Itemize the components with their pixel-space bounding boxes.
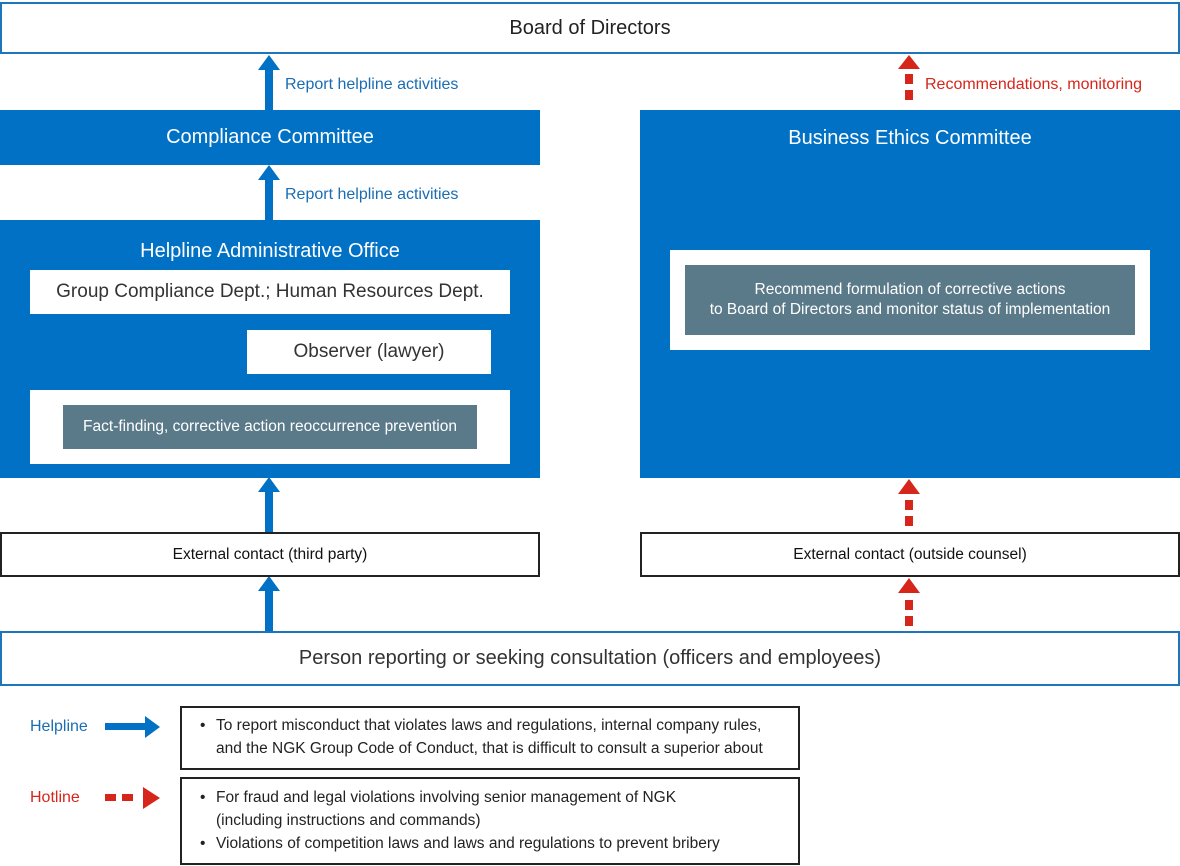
helpline-arrow-to-external [258,576,280,631]
external-left-label: External contact (third party) [172,545,368,563]
helpline-description: To report misconduct that violates laws … [198,714,788,760]
departments-box: Group Compliance Dept.; Human Resources … [30,270,510,314]
observer-box: Observer (lawyer) [247,330,491,374]
compliance-committee: Compliance Committee [0,110,540,165]
board-of-directors: Board of Directors [0,2,1180,54]
ethics-action-box: Recommend formulation of corrective acti… [685,265,1135,335]
office-action-box: Fact-finding, corrective action reoccurr… [63,405,477,449]
hotline-arrow-to-external [898,578,920,626]
legend-hotline-arrow [105,787,160,809]
person-reporting-box: Person reporting or seeking consultation… [0,631,1180,686]
external-contact-third-party: External contact (third party) [0,532,540,577]
ethics-action-line1: Recommend formulation of corrective acti… [754,281,1066,298]
helpline-office-title: Helpline Administrative Office [140,240,400,262]
legend-helpline-box: To report misconduct that violates laws … [180,706,800,770]
hotline-arrow-to-board [898,55,920,100]
compliance-committee-label: Compliance Committee [166,126,374,148]
helpline-arrow-to-office [258,477,280,532]
helpline-arrow-to-board [258,55,280,110]
board-label: Board of Directors [509,16,671,39]
departments-label: Group Compliance Dept.; Human Resources … [56,281,484,302]
office-action-frame: Fact-finding, corrective action reoccurr… [30,390,510,464]
ethics-action-frame: Recommend formulation of corrective acti… [670,250,1150,350]
legend-hotline-box: For fraud and legal violations involving… [180,777,800,865]
helpline-arrow-to-compliance [258,165,280,220]
ethics-action-line2: to Board of Directors and monitor status… [709,301,1111,318]
business-ethics-committee: Business Ethics Committee Recommend form… [640,110,1180,478]
legend-hotline-label: Hotline [30,789,80,806]
hotline-description-2: Violations of competition laws and laws … [198,832,788,855]
person-label: Person reporting or seeking consultation… [298,647,882,669]
external-contact-outside-counsel: External contact (outside counsel) [640,532,1180,577]
office-action-label: Fact-finding, corrective action reoccurr… [83,418,457,435]
external-right-label: External contact (outside counsel) [793,545,1027,563]
recommendations-monitoring-label: Recommendations, monitoring [925,76,1142,93]
legend-helpline-label: Helpline [30,718,88,735]
hotline-arrow-to-ethics [898,479,920,526]
observer-label: Observer (lawyer) [293,341,445,362]
legend-helpline-arrow [105,716,160,738]
report-activities-label-upper: Report helpline activities [285,76,459,93]
hotline-description-1: For fraud and legal violations involving… [198,786,788,832]
report-activities-label-lower: Report helpline activities [285,186,459,203]
helpline-administrative-office: Helpline Administrative Office Group Com… [0,220,540,478]
business-ethics-title: Business Ethics Committee [788,127,1032,149]
